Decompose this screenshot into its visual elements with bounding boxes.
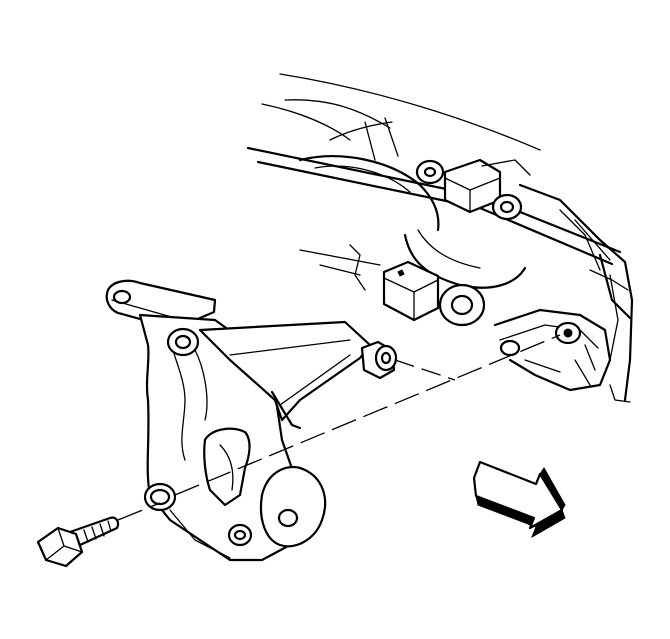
lower-boss-hole xyxy=(233,529,247,541)
front-direction-arrow xyxy=(472,460,566,539)
block-rib xyxy=(589,269,629,291)
arrow-side-face xyxy=(539,467,566,511)
block-edge-line xyxy=(279,73,541,151)
engine-block xyxy=(246,73,634,403)
bracket-rib xyxy=(194,349,208,421)
strut-arm xyxy=(198,320,372,422)
top-pad-edge xyxy=(444,177,501,213)
bolt-thread xyxy=(83,520,112,543)
casting-rib xyxy=(364,117,399,161)
strut-arm-edge xyxy=(229,339,351,356)
casting-curve xyxy=(314,165,411,193)
casting-curve xyxy=(329,121,393,141)
small-hole xyxy=(499,339,521,357)
block-edge-line xyxy=(284,99,391,129)
upper-arm-hole xyxy=(112,289,132,305)
upper-boss-hole xyxy=(174,334,192,350)
top-pad-edge xyxy=(481,159,531,176)
plate-hole xyxy=(277,508,299,528)
block-rib xyxy=(598,253,632,320)
bolt-head-edge xyxy=(45,527,83,561)
strut-spacer-hole xyxy=(380,351,392,365)
bracket-pocket xyxy=(203,427,251,507)
block-edge-line xyxy=(299,249,381,266)
casting-curve xyxy=(298,155,440,232)
block-edge-line xyxy=(319,264,361,276)
large-boss-hole xyxy=(450,294,474,316)
plate-face xyxy=(259,465,327,548)
mount-face xyxy=(493,308,612,392)
arrow-shadow-face xyxy=(475,495,566,539)
bolt-alignment-line xyxy=(117,502,161,521)
bracket-rib xyxy=(169,339,186,461)
boss-hole xyxy=(423,166,437,178)
square-pad-edge xyxy=(383,277,439,321)
spacer-alignment-line xyxy=(394,359,456,381)
mount-face-rib xyxy=(524,344,596,386)
bracket-lower-edge xyxy=(169,509,231,559)
block-right-edge xyxy=(518,183,634,402)
boss-hole xyxy=(499,200,515,214)
mounting-bracket xyxy=(105,279,398,562)
alignment-lines xyxy=(117,334,561,521)
block-edge-line xyxy=(261,103,351,141)
block-rib xyxy=(609,274,619,361)
casting-edge xyxy=(349,244,366,291)
mount-hole-center xyxy=(563,328,573,338)
strut-arm-edge xyxy=(270,390,302,430)
block-rib xyxy=(559,209,611,271)
bracket-to-block-line xyxy=(174,334,561,496)
bracket-pocket-edge xyxy=(219,444,234,491)
casting-lower-curve xyxy=(417,229,481,269)
strut-arm-edge xyxy=(279,354,351,406)
bolt xyxy=(36,516,120,568)
bolt-boss-hole xyxy=(149,488,171,506)
block-lower-edge xyxy=(609,384,631,403)
pad-mark xyxy=(397,269,405,277)
top-pad xyxy=(443,158,502,214)
